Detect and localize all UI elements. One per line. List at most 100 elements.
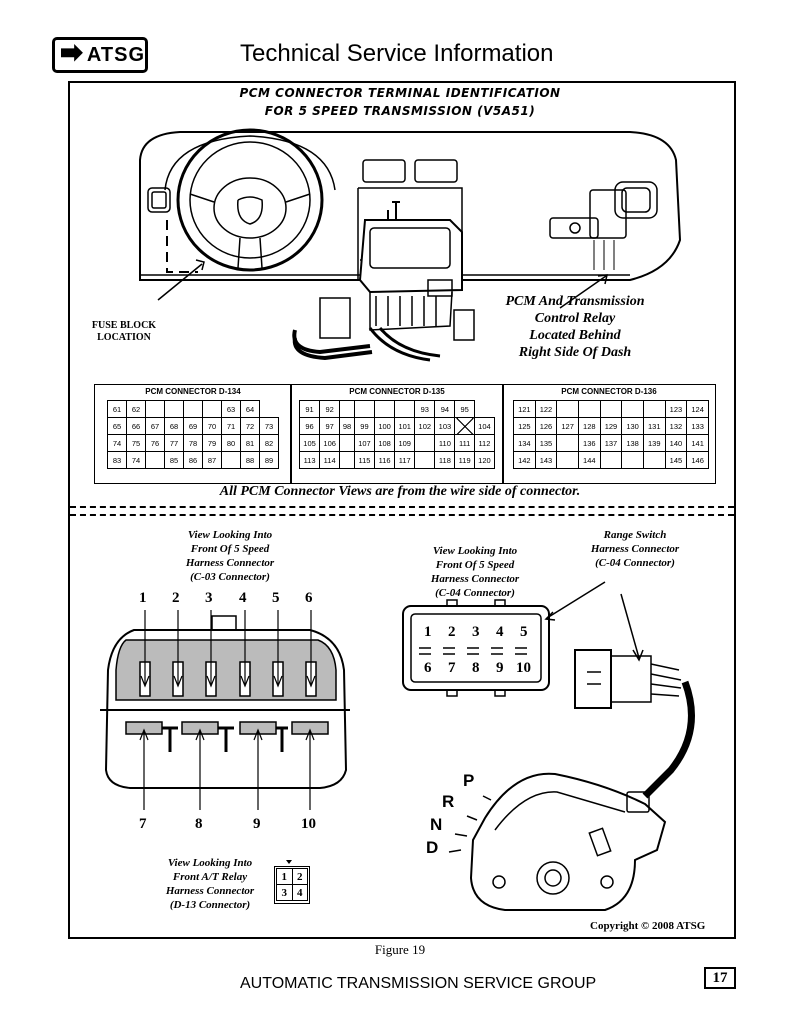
pin-cell: 74 — [107, 434, 127, 452]
pin-cell — [145, 451, 165, 469]
d13-pin: 3 — [276, 884, 293, 901]
pin-cell: 81 — [240, 434, 260, 452]
pin-cell — [183, 400, 203, 418]
checkmark-icon — [61, 44, 83, 62]
pin-cell — [599, 451, 623, 469]
pin-cell: 80 — [221, 434, 241, 452]
footer-org: AUTOMATIC TRANSMISSION SERVICE GROUP — [240, 975, 597, 992]
pin-cell: 63 — [221, 400, 241, 418]
pin-cell: 72 — [240, 417, 260, 435]
pin-cell: 101 — [394, 417, 416, 435]
pin-cell: 95 — [454, 400, 475, 418]
pin-cell — [621, 400, 644, 418]
pin-cell: 114 — [319, 451, 341, 469]
pin-cell: 140 — [664, 434, 688, 452]
pin-cell: 92 — [319, 400, 341, 418]
pin-cell: 86 — [183, 451, 203, 469]
d13-connector: 1 2 3 4 — [274, 866, 310, 904]
divider-dashed — [70, 514, 734, 516]
pin-cell: 82 — [259, 434, 279, 452]
pin-cell: 105 — [298, 434, 321, 452]
pin-cell: 118 — [434, 451, 456, 469]
wire-side-note: All PCM Connector Views are from the wir… — [219, 484, 581, 499]
d13-pin: 1 — [276, 868, 293, 885]
gear-letter-n: N — [430, 815, 443, 834]
pin-cell: 88 — [240, 451, 260, 469]
pin-cell — [339, 400, 355, 418]
figure-label: Figure 19 — [374, 942, 426, 957]
pin-cell: 89 — [259, 451, 279, 469]
pin-cell — [145, 400, 165, 418]
fuse-block-label: FUSE BLOCK LOCATION — [91, 320, 157, 343]
diagram-title-line1: PCM CONNECTOR TERMINAL IDENTIFICATION — [239, 86, 561, 100]
pcm-location-note: PCM And Transmission Control Relay Locat… — [505, 294, 645, 360]
diagram-frame — [68, 81, 736, 939]
pin-cell: 137 — [599, 434, 623, 452]
pin-cell — [454, 417, 475, 435]
pin-cell: 102 — [414, 417, 436, 435]
pin-cell — [414, 451, 436, 469]
pin-cell: 79 — [202, 434, 222, 452]
pin-cell: 75 — [126, 434, 146, 452]
pin-cell: 97 — [319, 417, 341, 435]
pin-cell: 73 — [259, 417, 279, 435]
pin-cell: 136 — [577, 434, 601, 452]
pin-cell — [202, 400, 222, 418]
pin-cell: 68 — [164, 417, 184, 435]
pin-cell: 87 — [202, 451, 222, 469]
pin-cell — [339, 434, 355, 452]
pin-cell: 109 — [394, 434, 416, 452]
pin-cell — [556, 400, 579, 418]
pin-cell: 66 — [126, 417, 146, 435]
pin-cell — [556, 451, 579, 469]
pin-cell: 120 — [473, 451, 496, 469]
pin-cell: 127 — [556, 417, 579, 435]
copyright: Copyright © 2008 ATSG — [590, 920, 706, 932]
pin-cell: 138 — [621, 434, 644, 452]
pin-cell: 69 — [183, 417, 203, 435]
pin-cell: 96 — [298, 417, 321, 435]
pin-cell: 107 — [353, 434, 376, 452]
c04-and-range-switch-drawing — [402, 581, 695, 911]
pin-cell: 65 — [107, 417, 127, 435]
pin-cell — [642, 400, 666, 418]
pin-cell: 145 — [664, 451, 688, 469]
pin-cell: 100 — [374, 417, 396, 435]
d13-caption: View Looking Into Front A/T Relay Harnes… — [165, 857, 255, 911]
pin-cell: 76 — [145, 434, 165, 452]
d13-pin-grid: 1 2 3 4 — [276, 868, 308, 901]
pin-cell — [164, 400, 184, 418]
pin-cell: 124 — [686, 400, 709, 418]
pin-cell: 112 — [473, 434, 496, 452]
diagram-title-line2: FOR 5 SPEED TRANSMISSION (V5A51) — [264, 104, 536, 118]
pin-cell: 122 — [534, 400, 558, 418]
pin-cell: 108 — [374, 434, 396, 452]
pin-cell: 126 — [534, 417, 558, 435]
pin-cell: 144 — [577, 451, 601, 469]
pin-cell — [394, 400, 416, 418]
pin-cell: 115 — [353, 451, 376, 469]
pin-cell: 121 — [513, 400, 536, 418]
pin-cell: 61 — [107, 400, 127, 418]
pin-cell: 129 — [599, 417, 623, 435]
pin-cell: 67 — [145, 417, 165, 435]
pin-cell: 83 — [107, 451, 127, 469]
pin-cell: 130 — [621, 417, 644, 435]
pin-cell — [621, 451, 644, 469]
d13-key-icon — [286, 860, 292, 864]
pin-cell: 146 — [686, 451, 709, 469]
pin-cell — [642, 451, 666, 469]
pin-cell: 94 — [434, 400, 456, 418]
pin-cell: 70 — [202, 417, 222, 435]
pin-cell — [556, 434, 579, 452]
pin-cell: 110 — [434, 434, 456, 452]
